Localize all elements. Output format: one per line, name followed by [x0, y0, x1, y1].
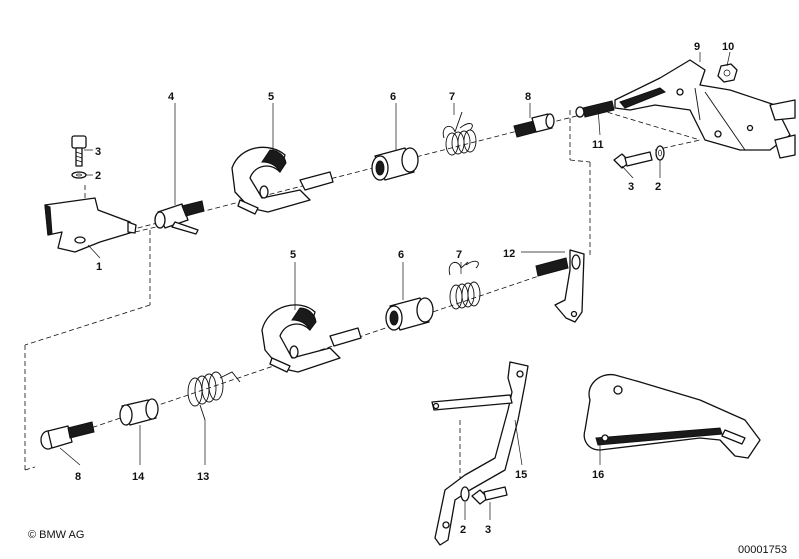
callout-4: 4 — [168, 91, 175, 103]
callout-13: 13 — [197, 471, 209, 483]
part-7-spring-upper — [442, 111, 477, 156]
part-3-bolt-lower — [471, 486, 508, 505]
callout-5: 5 — [268, 91, 274, 103]
callout-6: 6 — [398, 249, 404, 261]
part-8-bolt-upper — [513, 113, 555, 138]
part-6-bushing-upper — [371, 147, 419, 181]
callout-7: 7 — [456, 249, 462, 261]
callout-3: 3 — [95, 146, 101, 158]
part-8-bolt-lower — [40, 421, 95, 450]
callout-8: 8 — [525, 91, 531, 103]
part-1-bracket — [44, 197, 137, 253]
callout-16: 16 — [592, 469, 604, 481]
callout-1: 1 — [96, 261, 102, 273]
part-6-bushing-lower — [385, 297, 434, 331]
callout-15: 15 — [515, 469, 527, 481]
callout-6: 6 — [390, 91, 396, 103]
callout-2: 2 — [460, 524, 466, 536]
part-7-spring-lower — [448, 260, 481, 310]
callout-3: 3 — [628, 181, 634, 193]
callout-14: 14 — [132, 471, 145, 483]
copyright-label: © BMW AG — [28, 529, 84, 541]
callout-5: 5 — [290, 249, 296, 261]
diagram-number: 00001753 — [738, 544, 787, 556]
part-14-bushing — [119, 398, 159, 426]
part-3-bolt-upper-left — [71, 135, 87, 167]
callout-3: 3 — [485, 524, 491, 536]
part-3-bolt-upper-right — [613, 151, 653, 169]
callout-7: 7 — [449, 91, 455, 103]
callout-8: 8 — [75, 471, 81, 483]
callout-12: 12 — [503, 248, 515, 260]
part-2-washer-upper-right — [655, 145, 665, 161]
part-11-threaded-stud — [575, 100, 615, 118]
part-2-washer-lower — [460, 486, 470, 502]
callout-10: 10 — [722, 41, 734, 53]
part-16-flat-bracket — [583, 373, 761, 459]
part-9-main-bracket — [614, 59, 796, 159]
leader-lines — [59, 51, 731, 520]
callout-2: 2 — [95, 170, 101, 182]
callout-11: 11 — [592, 139, 604, 151]
part-10-nut — [717, 63, 738, 83]
callout-9: 9 — [694, 41, 700, 53]
part-5-cam-upper — [231, 146, 334, 215]
part-13-spring — [187, 371, 241, 421]
part-5-cam-lower — [261, 304, 362, 373]
part-12-arm-with-stud — [535, 249, 585, 323]
part-2-washer-upper-left — [71, 171, 87, 179]
part-4-lever-pin — [154, 200, 205, 235]
part-15-bent-bracket — [431, 361, 529, 546]
callout-labels: 3 2 1 4 5 6 7 8 9 10 11 3 2 12 5 6 7 8 1… — [75, 41, 734, 536]
callout-2: 2 — [655, 181, 661, 193]
